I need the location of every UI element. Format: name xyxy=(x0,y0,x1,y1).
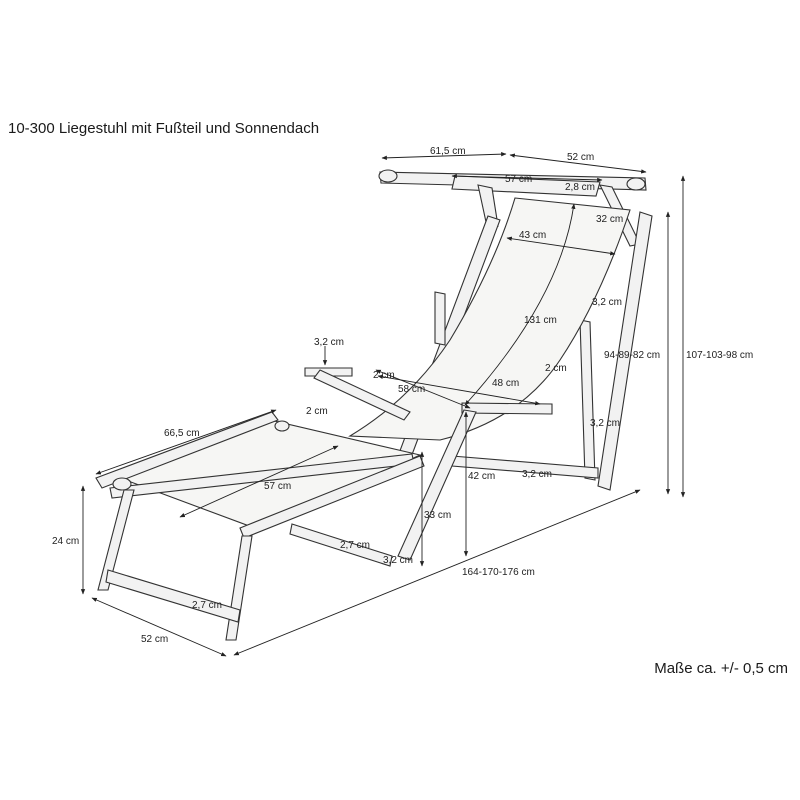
dim-mid-bar: 3,2 cm xyxy=(383,555,413,566)
dim-canopy-arm: 32 cm xyxy=(596,214,623,225)
dim-right-leg-bar: 3,2 cm xyxy=(590,418,620,429)
tolerance-note: Maße ca. +/- 0,5 cm xyxy=(654,660,788,677)
dim-length-total: 164-170-176 cm xyxy=(462,567,535,578)
page-title: 10-300 Liegestuhl mit Fußteil und Sonnen… xyxy=(8,120,320,137)
dim-arm-width: 48 cm xyxy=(492,378,519,389)
dim-foot-width: 52 cm xyxy=(141,634,168,645)
dim-arm-2cm: 2 cm xyxy=(373,370,395,381)
dim-seat-top-width: 43 cm xyxy=(519,230,546,241)
dim-armrest-height: 33 cm xyxy=(424,510,451,521)
dim-footrest-length: 66,5 cm xyxy=(164,428,200,439)
footrest xyxy=(95,411,425,641)
dim-crossbar: 3,2 cm xyxy=(522,469,552,480)
dim-canopy-depth: 52 cm xyxy=(567,152,594,163)
dim-canopy-width: 61,5 cm xyxy=(430,146,466,157)
dim-foot-bar: 2,7 cm xyxy=(340,540,370,551)
dim-backrest-bar: 3,2 cm xyxy=(592,297,622,308)
dim-bar-2cm-right: 2 cm xyxy=(545,363,567,374)
dim-arm-bar-label: 3,2 cm xyxy=(314,337,344,348)
dim-canopy-inner: 57 cm xyxy=(505,174,532,185)
dim-footrest-cloth: 57 cm xyxy=(264,481,291,492)
dim-height-total: 107-103-98 cm xyxy=(686,350,753,361)
dimension-lines: 61,5 cm 52 cm 57 cm 2,8 cm 32 cm 43 cm 3… xyxy=(52,146,753,657)
dim-foot-leg-bar: 2,7 cm xyxy=(192,600,222,611)
dim-cloth-length: 131 cm xyxy=(524,315,557,326)
dim-foot-height: 24 cm xyxy=(52,536,79,547)
dim-left-2cm: 2 cm xyxy=(306,406,328,417)
dim-seat-height: 42 cm xyxy=(468,471,495,482)
dim-canopy-bar: 2,8 cm xyxy=(565,182,595,193)
chair-structure xyxy=(95,169,653,641)
dim-height-back: 94-89-82 cm xyxy=(604,350,660,361)
dim-arm-span: 58 cm xyxy=(398,384,425,395)
